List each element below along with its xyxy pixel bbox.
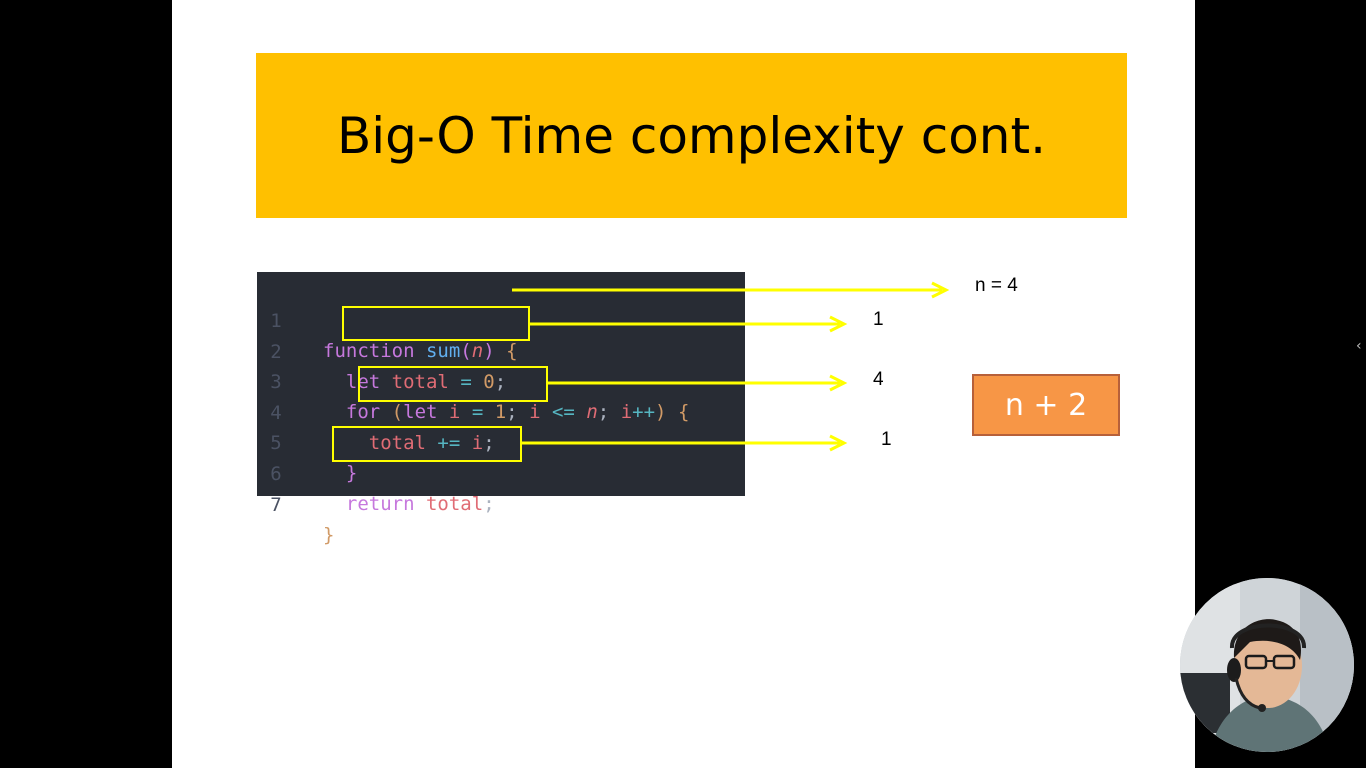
- arrow-return-head: [829, 434, 848, 452]
- presenter-webcam-image: [1180, 578, 1354, 752]
- token-punct: ;: [483, 493, 495, 515]
- line-number: 6: [270, 463, 282, 485]
- code-line-4: 4 total += i;: [257, 368, 745, 454]
- label-n-value: n = 4: [975, 275, 1018, 296]
- token-number: 0: [483, 371, 495, 393]
- token-brace: }: [323, 524, 335, 546]
- token-variable: i: [529, 401, 541, 423]
- highlight-box-loop-body: [358, 366, 548, 402]
- presentation-slide: Big-O Time complexity cont. 1 function s…: [172, 0, 1195, 768]
- token-number: 1: [494, 401, 507, 423]
- line-number: 4: [270, 402, 282, 424]
- arrow-let-head: [829, 315, 848, 333]
- token-punct: ;: [483, 432, 495, 454]
- token-keyword: for: [345, 401, 381, 423]
- token-paren: (: [391, 401, 404, 423]
- token-punct: ;: [494, 371, 507, 393]
- code-line-7: 7 }: [257, 460, 745, 546]
- arrow-body-head: [829, 374, 848, 392]
- token-operator: <=: [551, 401, 575, 423]
- token-variable: i: [448, 401, 461, 423]
- line-number: 1: [270, 310, 282, 332]
- token-keyword: return: [345, 493, 415, 515]
- line-number: 5: [270, 432, 282, 454]
- label-count-let: 1: [873, 309, 884, 330]
- token-operator: +=: [437, 432, 461, 454]
- token-variable: i: [471, 432, 484, 454]
- code-line-5: 5 }: [257, 398, 745, 484]
- label-count-loop-body: 4: [873, 369, 884, 390]
- title-banner: Big-O Time complexity cont.: [256, 53, 1127, 218]
- token-brace: {: [506, 340, 518, 362]
- token-operator: ++: [632, 401, 656, 423]
- presenter-webcam: [1180, 578, 1354, 752]
- token-punct: ;: [597, 401, 610, 423]
- token-paren: ): [655, 401, 667, 423]
- token-param: n: [471, 340, 484, 362]
- token-brace: {: [677, 401, 690, 423]
- code-line-1: 1 function sum(n) {: [257, 276, 745, 362]
- highlight-box-return: [332, 426, 522, 462]
- result-box: n + 2: [972, 374, 1120, 436]
- code-line-6: 6 return total;: [257, 429, 745, 515]
- token-paren: ): [483, 340, 495, 362]
- token-paren: (: [460, 340, 472, 362]
- line-number: 7: [270, 494, 282, 516]
- token-variable: total: [391, 371, 449, 393]
- slide-title: Big-O Time complexity cont.: [336, 106, 1046, 165]
- result-label: n + 2: [1004, 387, 1088, 423]
- token-variable: i: [620, 401, 633, 423]
- token-brace: }: [345, 462, 358, 484]
- token-function-name: sum: [425, 340, 461, 362]
- code-line-2: 2 let total = 0;: [257, 307, 745, 393]
- token-variable: total: [425, 493, 484, 515]
- line-number: 2: [270, 341, 282, 363]
- highlight-box-let-total: [342, 306, 530, 341]
- token-keyword: let: [403, 401, 438, 423]
- line-number: 3: [270, 371, 282, 393]
- token-param: n: [586, 401, 598, 423]
- token-variable: total: [368, 432, 426, 454]
- token-operator: =: [460, 371, 472, 393]
- code-line-3: 3 for (let i = 1; i <= n; i++) {: [257, 337, 745, 423]
- label-count-return: 1: [881, 429, 892, 450]
- arrow-param-head: [931, 281, 950, 299]
- token-keyword: let: [345, 371, 381, 393]
- chevron-left-icon[interactable]: ‹: [1356, 338, 1362, 354]
- token-keyword: function: [323, 340, 415, 362]
- token-operator: =: [471, 401, 484, 423]
- token-punct: ;: [506, 401, 518, 423]
